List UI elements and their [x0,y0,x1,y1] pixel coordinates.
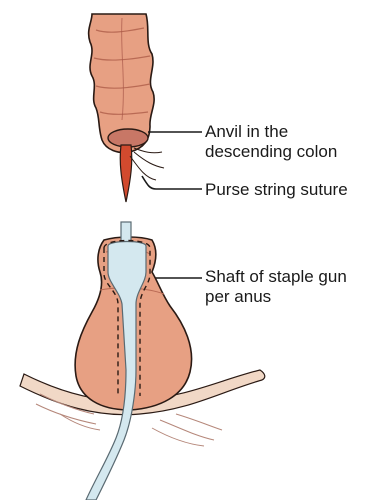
label-shaft-line-1: Shaft of staple gun [205,267,347,287]
label-anvil-line-1: Anvil in the [205,122,337,142]
label-shaft-line-2: per anus [205,287,347,307]
anvil [108,129,148,202]
label-anvil: Anvil in the descending colon [205,122,337,162]
label-anvil-line-2: descending colon [205,142,337,162]
label-shaft: Shaft of staple gun per anus [205,267,347,307]
label-purse-string-line-1: Purse string suture [205,180,348,200]
label-purse-string: Purse string suture [205,180,348,200]
purse-string-suture [130,148,164,180]
